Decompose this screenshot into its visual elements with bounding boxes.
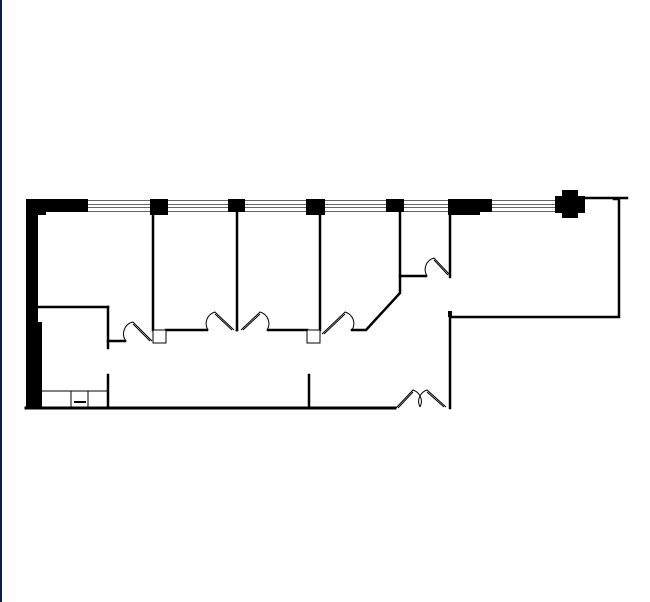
column-box xyxy=(152,329,167,344)
column-box xyxy=(306,329,321,344)
column xyxy=(448,199,492,212)
fixtures xyxy=(42,329,321,408)
doors xyxy=(123,257,451,409)
sink xyxy=(70,390,89,408)
exterior-walls xyxy=(26,190,585,409)
walls xyxy=(24,196,629,410)
column xyxy=(386,199,404,212)
column xyxy=(150,199,168,215)
column xyxy=(306,199,325,215)
frame-edge xyxy=(0,0,2,602)
column xyxy=(228,199,245,212)
